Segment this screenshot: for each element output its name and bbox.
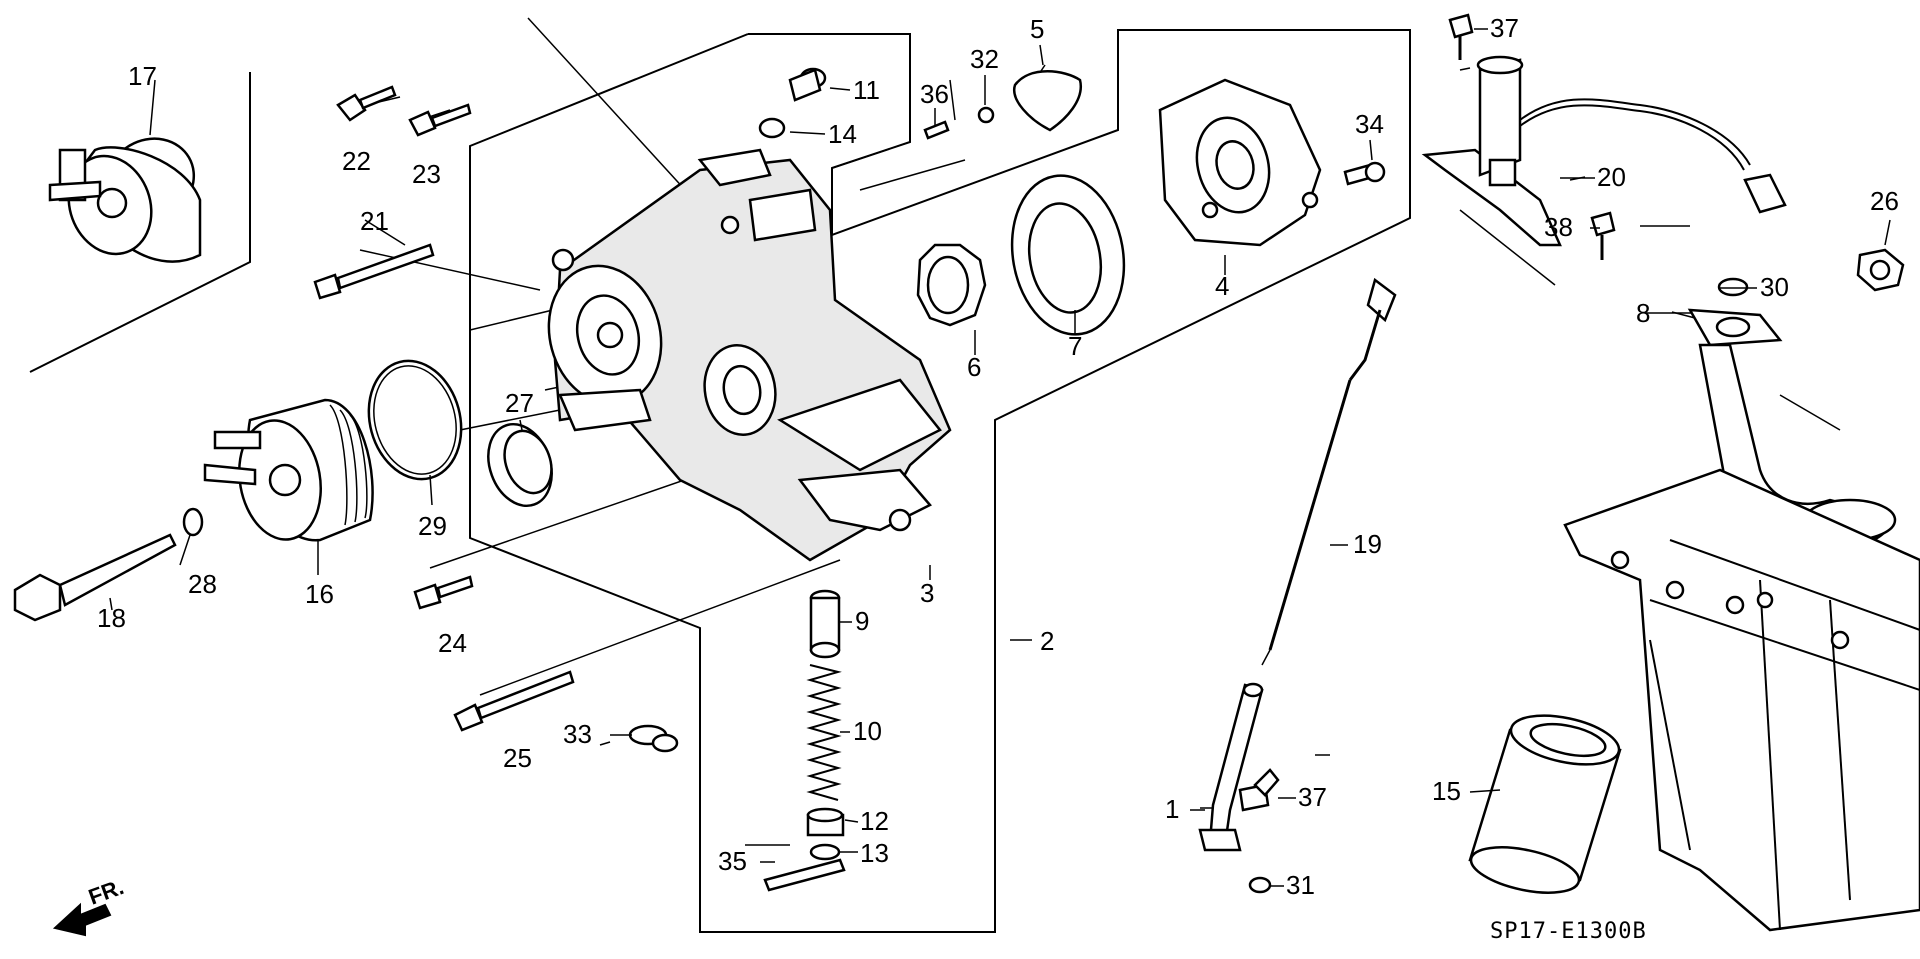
callout-16: 16 [305,579,334,609]
callout-8: 8 [1636,298,1650,328]
screw-34 [1343,161,1386,186]
bolt-38 [1590,211,1616,260]
callout-37-upper: 37 [1490,13,1519,43]
oil-filter-15 [1468,714,1622,894]
bolt-21 [313,243,435,300]
callout-20: 20 [1597,162,1626,192]
callout-7: 7 [1068,331,1082,361]
relief-valve-9 [809,589,841,659]
pin-35 [763,858,846,892]
callout-6: 6 [967,352,981,382]
callout-numbers: 1 2 3 4 5 6 7 8 9 10 11 12 13 14 15 16 1… [97,13,1899,900]
oil-cooler-16 [203,398,374,542]
seal-5 [1012,70,1083,132]
callout-2: 2 [1040,626,1054,656]
bolt-24 [413,575,474,610]
pin-36 [923,120,950,140]
washer-32 [977,106,995,124]
callout-34: 34 [1355,109,1384,139]
o-ring-30 [1717,277,1749,297]
callout-27: 27 [505,388,534,418]
callout-9: 9 [855,606,869,636]
callout-1: 1 [1165,794,1179,824]
callout-38: 38 [1544,212,1573,242]
callout-35: 35 [718,846,747,876]
direction-label: FR. [85,874,127,910]
callout-24: 24 [438,628,467,658]
spring-10 [806,664,842,801]
callout-26: 26 [1870,186,1899,216]
callout-21: 21 [360,206,389,236]
callout-25: 25 [503,743,532,773]
pump-cover-4 [1158,78,1322,247]
oil-cooler-17 [48,137,202,263]
outer-rotor-7 [1010,174,1126,336]
dipstick-tube-1 [1198,682,1264,852]
callout-19: 19 [1353,529,1382,559]
oil-pump-housing-3 [547,148,952,562]
callout-12: 12 [860,806,889,836]
center-bolt-18 [13,533,177,622]
drawing-code: SP17-E1300B [1490,919,1647,944]
callout-5: 5 [1030,14,1044,44]
oil-pan [1563,468,1920,932]
callout-leaders [109,28,1891,887]
dipstick-19 [1261,277,1397,666]
callout-22: 22 [342,146,371,176]
callout-31: 31 [1286,870,1315,900]
callout-13: 13 [860,838,889,868]
callout-33: 33 [563,719,592,749]
plug-12 [806,807,845,837]
callout-28: 28 [188,569,217,599]
callout-3: 3 [920,578,934,608]
bolt-22 [336,85,397,122]
bolt-11 [788,67,827,102]
washer-13 [809,843,841,861]
callout-17: 17 [128,61,157,91]
bolt-23 [408,103,472,137]
callout-32: 32 [970,44,999,74]
nut-26 [1856,248,1905,292]
washer-14 [758,117,786,139]
callout-36: 36 [920,79,949,109]
callout-14: 14 [828,119,857,149]
bolt-25 [453,670,575,732]
washer-31 [1248,876,1272,894]
inner-rotor-6 [916,243,987,327]
callout-4: 4 [1215,271,1229,301]
callout-15: 15 [1432,776,1461,806]
bolt-37-lower [1238,768,1280,812]
reference-lines [29,29,1841,933]
bolt-37-upper [1448,13,1474,60]
washer-28 [182,507,204,537]
oil-seal-27 [487,422,553,508]
front-direction-arrow: FR. [52,874,127,937]
callout-29: 29 [418,511,447,541]
callout-30: 30 [1760,272,1789,302]
callout-23: 23 [412,159,441,189]
gasket-33 [628,724,679,753]
sensor-assembly-20 [1421,55,1787,247]
callout-10: 10 [853,716,882,746]
callout-37-lower: 37 [1298,782,1327,812]
callout-11: 11 [853,75,880,105]
